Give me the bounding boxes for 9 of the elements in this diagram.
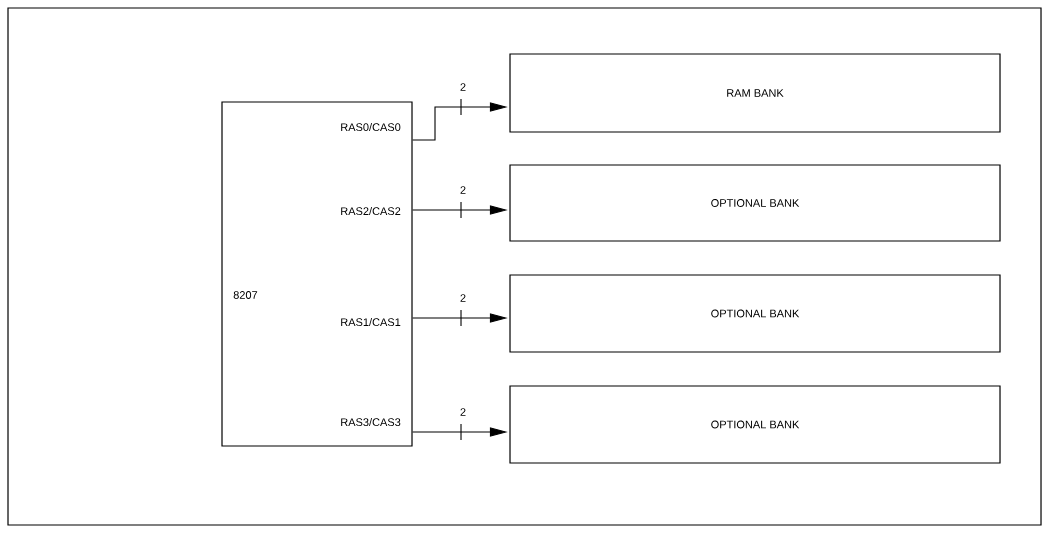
- edge-label: 2: [460, 83, 466, 91]
- edge-label: 2: [460, 294, 466, 302]
- memory-bank-box: OPTIONAL BANK: [509, 164, 1001, 242]
- edge-label: 2: [460, 408, 466, 416]
- controller-box: RAS0/CAS0 RAS2/CAS2 8207 RAS1/CAS1 RAS3/CAS3: [221, 101, 413, 447]
- memory-bank-box: OPTIONAL BANK: [509, 385, 1001, 464]
- edge-label: 2: [460, 186, 466, 194]
- memory-bank-box: OPTIONAL BANK: [509, 274, 1001, 353]
- memory-bank-box: RAM BANK: [509, 53, 1001, 133]
